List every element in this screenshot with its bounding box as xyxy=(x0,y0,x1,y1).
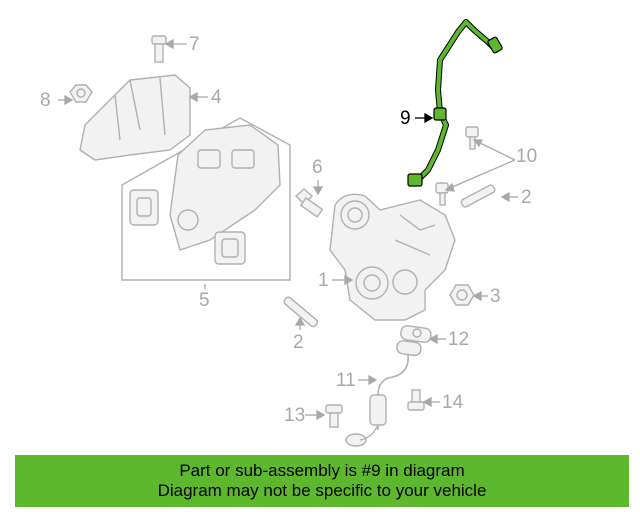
callout-6: 6 xyxy=(312,157,323,178)
callout-2-bottom: 2 xyxy=(293,332,304,353)
part-11-tube xyxy=(345,354,409,447)
callout-12: 12 xyxy=(448,329,470,350)
callout-2-top: 2 xyxy=(521,187,532,208)
part-14-bolt xyxy=(407,389,425,411)
callout-7: 7 xyxy=(189,34,200,55)
callout-11: 11 xyxy=(336,370,356,391)
part-12-gasket xyxy=(396,325,432,357)
callout-8: 8 xyxy=(40,90,51,111)
banner-line-1: Part or sub-assembly is #9 in diagram xyxy=(179,461,465,480)
leader-lines xyxy=(58,38,518,421)
callout-14: 14 xyxy=(442,392,464,413)
part-1-turbocharger xyxy=(329,193,456,321)
callout-9: 9 xyxy=(400,108,411,129)
part-5-group xyxy=(121,117,291,281)
part-4-heat-shield xyxy=(79,74,191,161)
callout-1: 1 xyxy=(318,270,329,291)
part-3-nut xyxy=(449,284,475,306)
part-10-bolts xyxy=(435,126,479,206)
parts-diagram-drawing xyxy=(58,19,518,447)
part-9-highlighted-line xyxy=(407,19,503,187)
callout-3: 3 xyxy=(490,286,501,307)
callout-5: 5 xyxy=(199,290,210,311)
callout-10: 10 xyxy=(516,146,538,167)
callout-13: 13 xyxy=(284,405,306,426)
banner-line-2: Diagram may not be specific to your vehi… xyxy=(157,481,487,500)
part-2-studs xyxy=(283,184,496,328)
part-13-bolt xyxy=(325,404,343,428)
part-6-bolt xyxy=(294,188,324,218)
part-7-bolt xyxy=(151,35,167,63)
parts-diagram: 7 8 4 9 10 6 2 1 5 3 12 2 11 14 13 xyxy=(40,19,538,447)
info-banner: Part or sub-assembly is #9 in diagram Di… xyxy=(15,455,629,507)
part-8-nut xyxy=(69,84,93,103)
leader-line-9 xyxy=(415,112,434,124)
callout-4: 4 xyxy=(211,87,222,108)
